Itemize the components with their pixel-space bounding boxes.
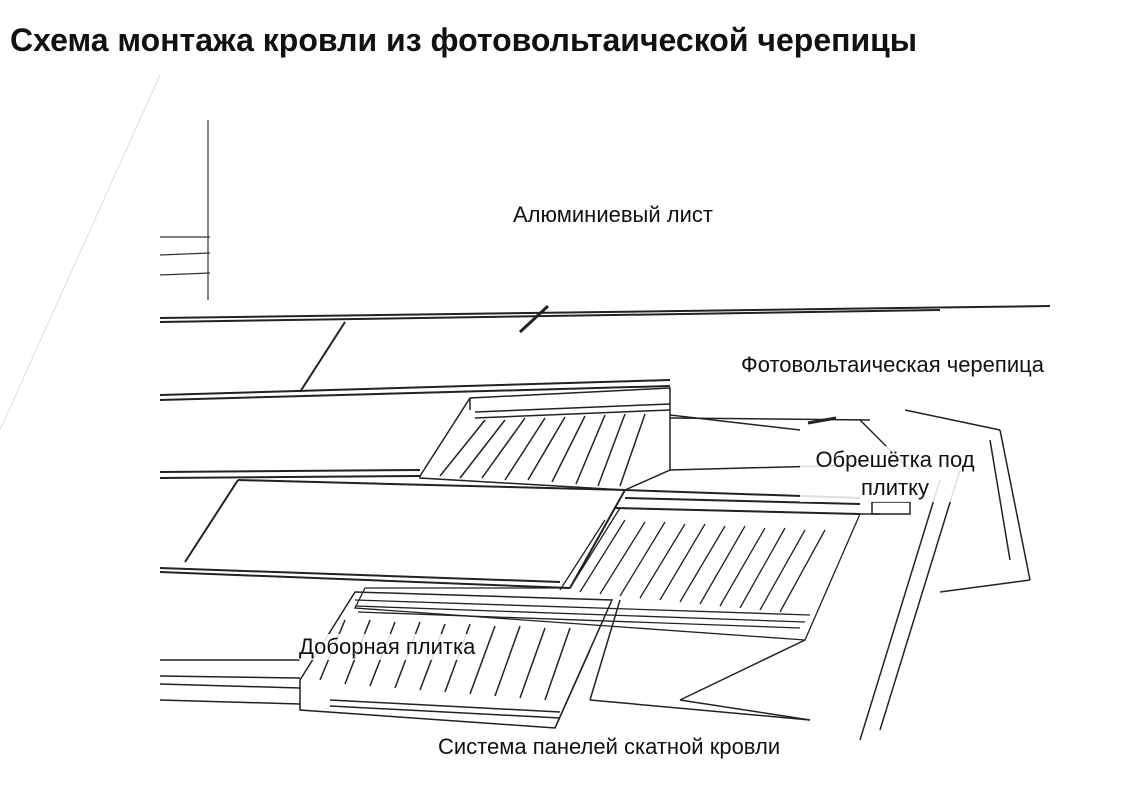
pv-tile-middle [159, 479, 861, 589]
left-edge-lines [159, 120, 211, 300]
label-aluminum-sheet: Алюминиевый лист [513, 202, 713, 228]
aluminum-sheet [159, 304, 1051, 334]
diagram-title: Схема монтажа кровли из фотовольтаическо… [10, 22, 918, 58]
label-batten: Обрешётка под плитку [800, 446, 990, 502]
roof-frame [589, 409, 1031, 741]
label-pv-tile: Фотовольтаическая черепица [741, 352, 1044, 378]
label-panel-system: Система панелей скатной кровли [438, 734, 781, 760]
pv-tile-upper [159, 321, 671, 479]
batten-middle [353, 507, 861, 641]
panel-system-lower [159, 591, 614, 729]
label-extra-tile: Доборная плитка [299, 634, 476, 660]
